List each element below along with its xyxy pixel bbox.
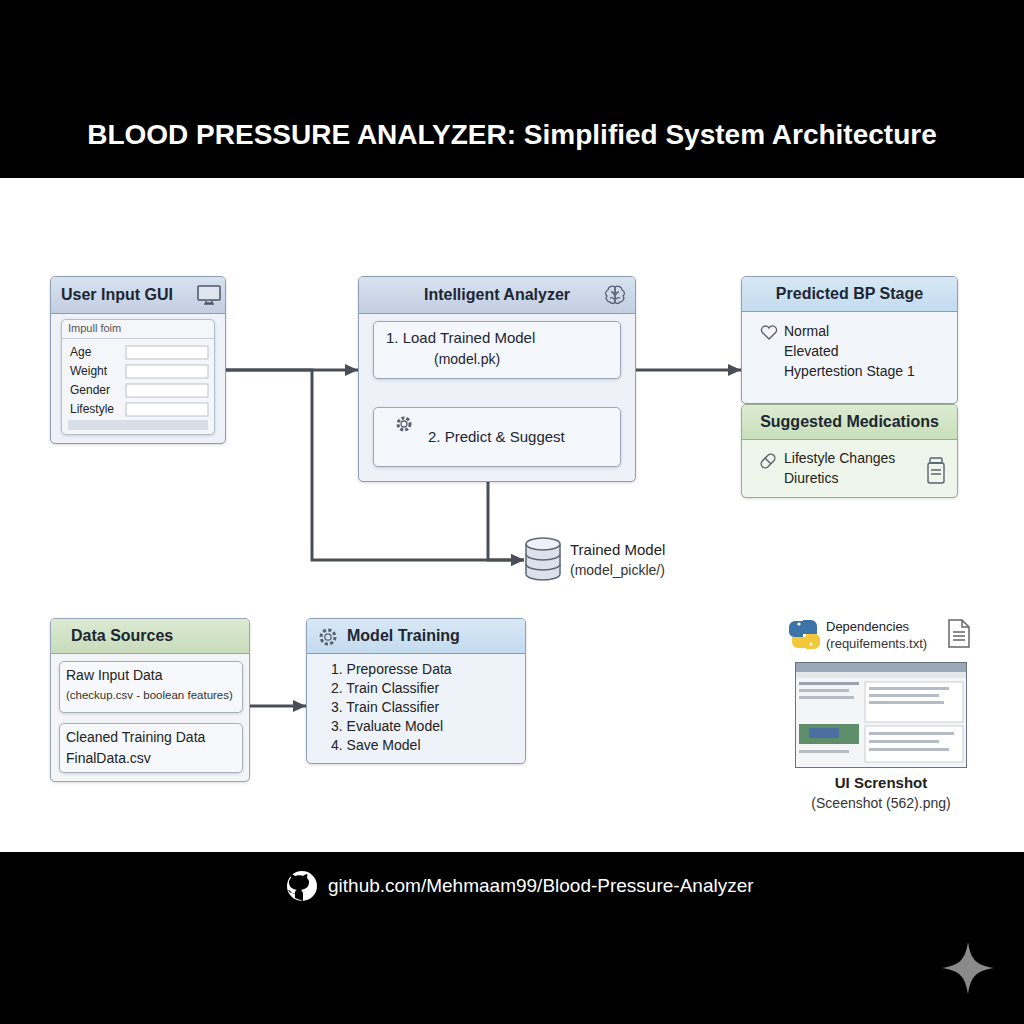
inner-box: 2. Predict & Suggest bbox=[373, 407, 621, 467]
document-icon bbox=[949, 620, 969, 647]
body-text: 3. Evaluate Model bbox=[331, 718, 443, 735]
inner-box: Impull foimAgeWeightGenderLifestyle bbox=[61, 319, 215, 435]
panel-box: Model Training 1. Preporesse Data 2. Train… bbox=[306, 618, 526, 764]
body-text: 1. Preporesse Data bbox=[331, 661, 452, 678]
repository-link: github.com/Mehmaam99/Blood-Pressure-Anal… bbox=[328, 875, 754, 898]
body-text: 2. Predict & Suggest bbox=[428, 428, 565, 446]
python-logo bbox=[789, 620, 820, 649]
pill-icon bbox=[758, 451, 778, 471]
sparkle-watermark bbox=[942, 942, 994, 994]
connector-arrow bbox=[636, 369, 741, 372]
body-text: FinalData.csv bbox=[66, 750, 151, 767]
monitor-icon bbox=[197, 285, 221, 305]
body-text: Elevated bbox=[784, 343, 838, 360]
panel-box: User Input GUI Impull foimAgeWeightGender… bbox=[50, 276, 226, 444]
diagram-title: BLOOD PRESSURE ANALYZER: Simplified Syst… bbox=[0, 118, 1024, 152]
header-text: Intelligent Analyzer bbox=[359, 285, 635, 304]
icon-node: Trained Model (model_pickle/) bbox=[524, 532, 714, 588]
medicine-bottle-icon bbox=[926, 457, 946, 485]
body-text: 4. Save Model bbox=[331, 737, 421, 754]
body-text: (Sceenshot (562).png) bbox=[795, 795, 967, 812]
inner-box: 1. Load Trained Model (model.pk) bbox=[373, 321, 621, 379]
body-text: (model_pickle/) bbox=[570, 562, 665, 579]
body-text: Raw Input Data bbox=[66, 667, 163, 684]
body-text: Trained Model bbox=[570, 541, 665, 559]
gear-icon bbox=[394, 414, 414, 434]
body-text: (checkup.csv - boolean features) bbox=[66, 689, 233, 703]
header-text: User Input GUI bbox=[61, 285, 173, 304]
connector-arrow bbox=[488, 482, 524, 560]
brain-icon bbox=[603, 284, 627, 306]
panel-box: Predicted BP StageNormalElevatedHypertes… bbox=[741, 276, 958, 404]
body-text: UI Screnshot bbox=[795, 774, 967, 792]
body-text: 2. Train Classifier bbox=[331, 680, 439, 697]
note-label: Dependencies bbox=[826, 619, 909, 635]
header-text: Suggested Medications bbox=[742, 412, 957, 431]
gear-icon bbox=[317, 626, 339, 648]
inner-box: Raw Input Data (checkup.csv - boolean fea… bbox=[59, 661, 243, 713]
body-text: 1. Load Trained Model bbox=[386, 329, 535, 347]
github-icon bbox=[287, 871, 317, 901]
ui-screenshot-thumbnail bbox=[795, 662, 967, 768]
header-text: Data Sources bbox=[71, 626, 173, 645]
header-text: Model Training bbox=[347, 626, 460, 645]
inner-box: Cleaned Training DataFinalData.csv bbox=[59, 723, 243, 773]
body-text: Lifestyle Changes bbox=[784, 450, 895, 467]
body-text: 3. Train Classifier bbox=[331, 699, 439, 716]
body-text: Gender bbox=[70, 383, 110, 397]
body-text: Impull foim bbox=[68, 322, 121, 335]
icon-node: UI Screnshot (Sceenshot (562).png) bbox=[795, 662, 967, 816]
note-label: (requifements.txt) bbox=[826, 636, 927, 652]
panel-box: Suggested MedicationsLifestyle ChangesDi… bbox=[741, 404, 958, 498]
body-text: Age bbox=[70, 345, 91, 359]
connector-arrow bbox=[250, 705, 306, 708]
footer-band: github.com/Mehmaam99/Blood-Pressure-Anal… bbox=[0, 852, 1024, 1024]
header-text: Predicted BP Stage bbox=[742, 284, 957, 303]
panel-box: Data SourcesRaw Input Data (checkup.csv -… bbox=[50, 618, 250, 782]
body-text: Normal bbox=[784, 323, 829, 340]
body-text: Hypertestion Stage 1 bbox=[784, 363, 915, 380]
body-text: (model.pk) bbox=[434, 351, 500, 368]
title-band: BLOOD PRESSURE ANALYZER: Simplified Syst… bbox=[0, 0, 1024, 178]
database-cylinder bbox=[524, 536, 562, 584]
body-text: Diuretics bbox=[784, 470, 838, 487]
body-text: Weight bbox=[70, 364, 107, 378]
body-text: Cleaned Training Data bbox=[66, 729, 205, 746]
body-text: Lifestyle bbox=[70, 402, 114, 416]
panel-box: Intelligent Analyzer 1. Load Trained Mode… bbox=[358, 276, 636, 482]
heart-icon bbox=[760, 325, 778, 341]
